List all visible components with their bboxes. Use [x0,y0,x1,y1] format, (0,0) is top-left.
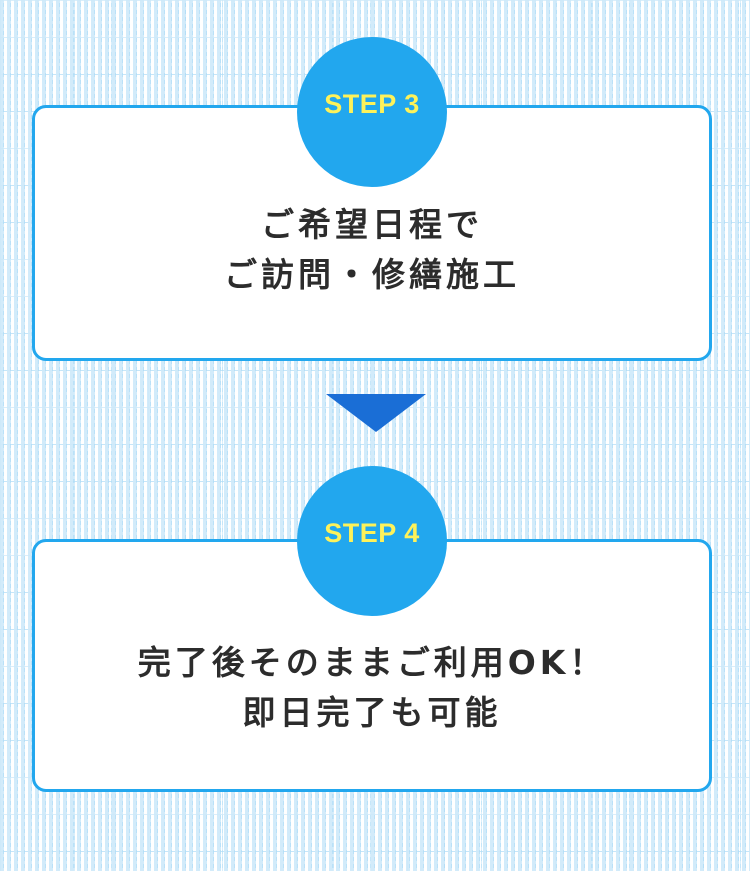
step-3-line-1: ご希望日程で [261,205,483,244]
step-3-badge: STEP 3 [297,37,447,187]
step-3-label: STEP 3 [324,89,420,119]
triangle-down-icon [326,394,426,432]
step-4-line-1: 完了後そのままご利用OK！ [137,643,607,682]
step-4-line-2: 即日完了も可能 [242,693,502,732]
step-4-description: 完了後そのままご利用OK！ 即日完了も可能 [35,638,709,738]
step-4-label: STEP 4 [324,518,420,548]
step-4-badge: STEP 4 [297,466,447,616]
step-3-line-2: ご訪問・修繕施工 [224,255,520,294]
step-3-description: ご希望日程で ご訪問・修繕施工 [35,200,709,300]
